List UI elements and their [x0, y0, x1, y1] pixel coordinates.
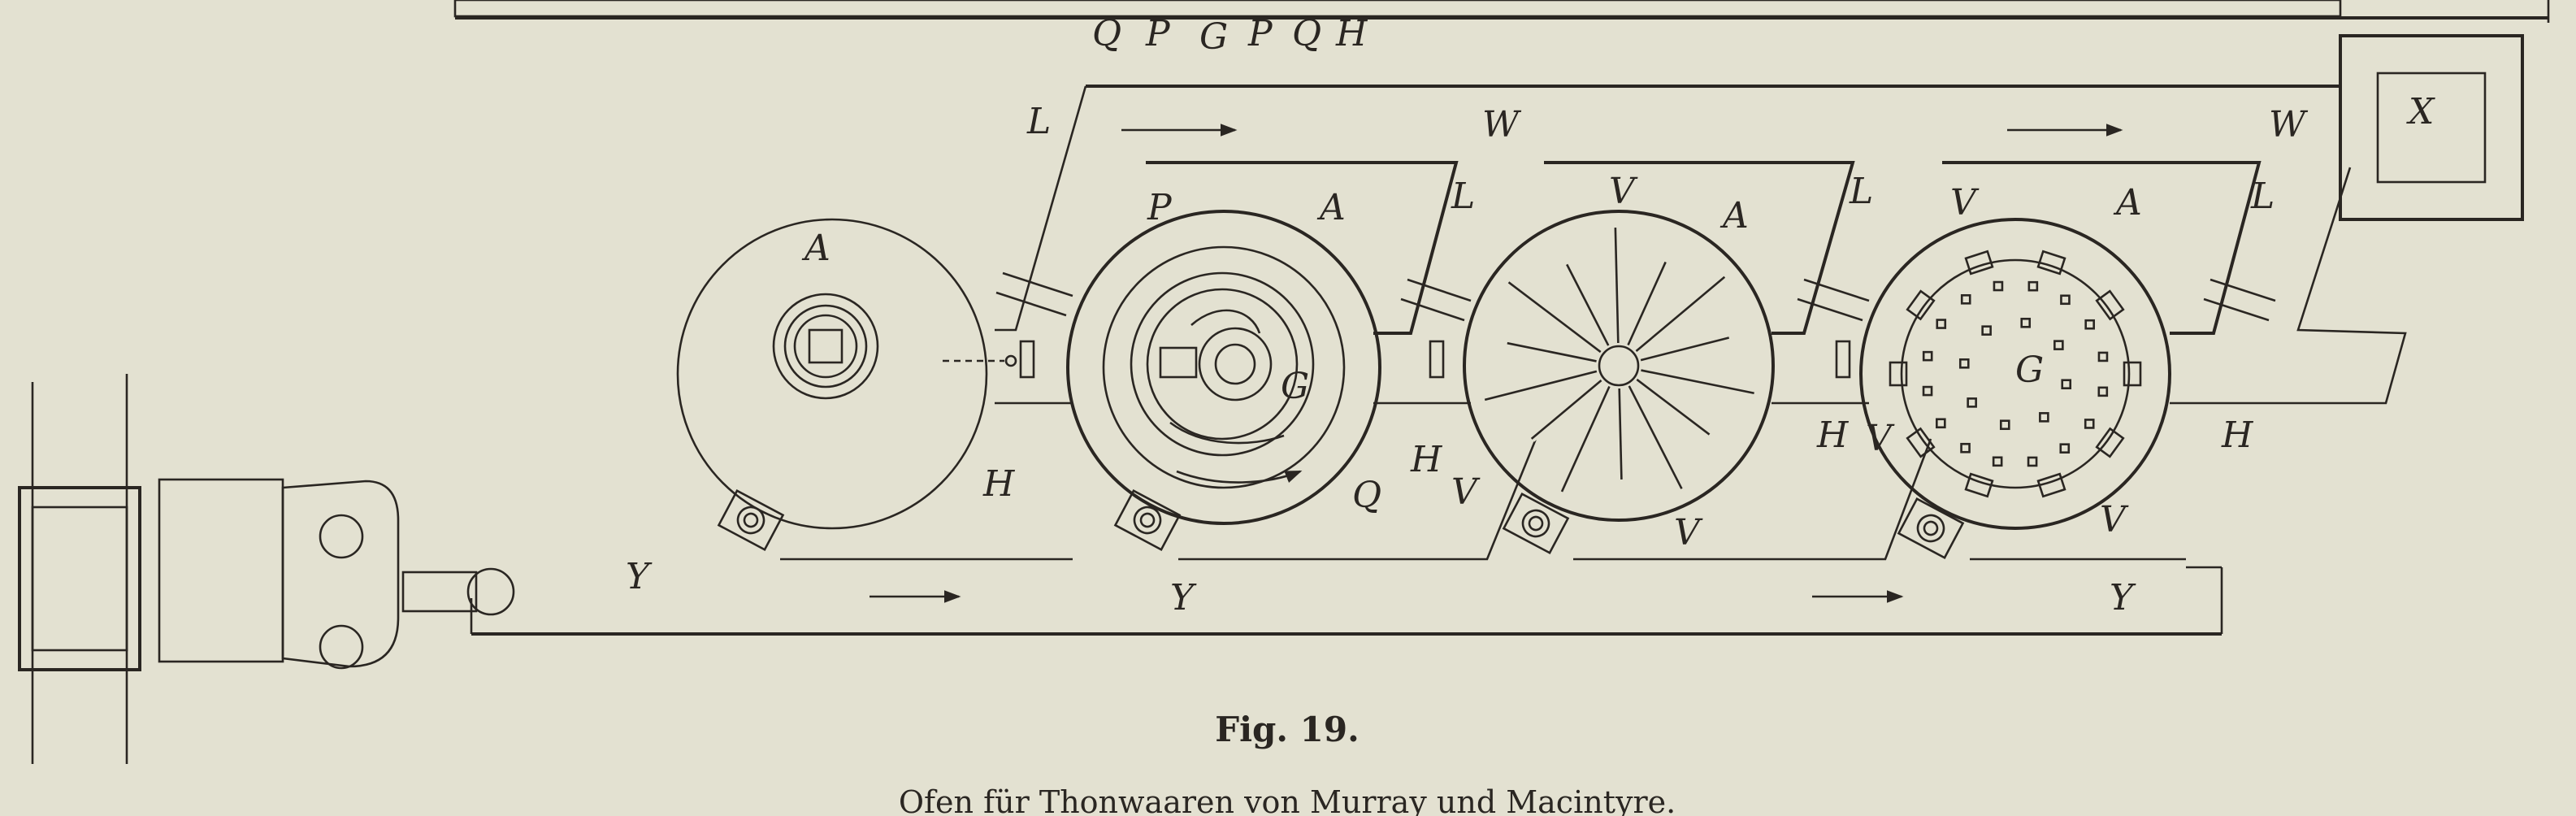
label-y: Y [2110, 577, 2136, 619]
vent-hole [1981, 325, 1992, 336]
diagram-labels: Q P G P Q H L W W A H P A L G Q H V A L … [626, 13, 2435, 619]
vent-hole [2039, 412, 2049, 423]
label-g: G [1199, 16, 1228, 58]
vent-hole [2097, 351, 2109, 362]
vent-hole [1922, 385, 1933, 397]
vent-hole [2061, 379, 2072, 390]
notch-block [2123, 361, 2142, 387]
figure-caption: Ofen für Thonwaaren von Murray und Macin… [899, 784, 1676, 816]
label-v: V [1674, 512, 1703, 553]
label-a: A [801, 228, 830, 269]
vent-hole [2059, 443, 2071, 454]
spoke [1560, 385, 1611, 493]
label-w: W [2269, 104, 2309, 145]
notch-block [2095, 427, 2125, 458]
notch-block [1906, 289, 1936, 321]
label-g: G [2015, 349, 2044, 391]
kiln-circle-1 [676, 218, 1017, 530]
vent-hole [1922, 350, 1933, 362]
kiln-circle-4 [1859, 218, 2171, 530]
label-p: P [1145, 13, 1171, 54]
label-g: G [1281, 366, 1309, 407]
notch-block [1964, 472, 1994, 498]
chambers [780, 161, 2276, 561]
label-p: P [1247, 13, 1273, 54]
label-h: H [1335, 13, 1368, 54]
center-hole [1598, 345, 1640, 387]
label-q: Q [1352, 475, 1381, 516]
passages [995, 271, 2276, 322]
label-y: Y [1170, 577, 1197, 619]
top-wall [453, 0, 2550, 23]
label-w: W [1482, 104, 1522, 145]
box-x [2339, 34, 2524, 221]
vent-hole [1967, 397, 1977, 408]
vent-hole [1936, 319, 1947, 329]
label-p: P [1147, 187, 1173, 228]
spoke [1636, 378, 1711, 436]
spoke [1614, 228, 1620, 344]
label-h: H [982, 463, 1016, 505]
drive-machinery [18, 374, 515, 764]
vent-hole [1960, 294, 1971, 305]
label-x: X [2406, 91, 2435, 132]
vent-hole [2020, 317, 2032, 328]
figure-number: Fig. 19. [1215, 710, 1359, 749]
vent-hole [2084, 419, 2095, 429]
vent-hole [2053, 340, 2064, 350]
spoke [1618, 388, 1623, 480]
label-a: A [1720, 195, 1749, 237]
notch-block [2095, 289, 2125, 321]
kiln-circle-2 [1066, 210, 1381, 525]
vent-hole [2060, 294, 2071, 306]
label-q: Q [1292, 13, 1321, 54]
vent-hole [1960, 442, 1971, 454]
burners [717, 489, 1965, 559]
spoke [1635, 276, 1726, 353]
spoke [1484, 370, 1598, 401]
spoke [1641, 369, 1754, 395]
vent-hole [1992, 456, 2003, 467]
label-l: L [1451, 176, 1475, 217]
vent-hole [2097, 386, 2109, 397]
spoke [1507, 281, 1602, 354]
vent-hole [2084, 319, 2095, 330]
spoke [1640, 336, 1730, 362]
label-y: Y [626, 556, 653, 597]
vent-hole [1999, 419, 2010, 431]
label-h: H [1816, 415, 1850, 456]
label-l: L [1849, 171, 1873, 212]
notch-block [1906, 427, 1936, 458]
lower-flue [470, 566, 2223, 636]
label-h: H [2221, 415, 2254, 456]
label-a: A [2113, 182, 2142, 224]
kiln-circle-3 [1463, 210, 1775, 522]
spoke [1530, 379, 1602, 440]
label-h: H [1410, 439, 1443, 480]
spoke [1627, 261, 1667, 346]
vent-hole [1958, 358, 1970, 369]
notch-block [2036, 472, 2066, 498]
notch-block [1964, 250, 1994, 276]
notch-block [1889, 361, 1908, 387]
label-l: L [2250, 176, 2275, 217]
label-v: V [2100, 499, 2129, 540]
label-v: V [1609, 171, 1638, 212]
notch-block [2036, 250, 2066, 276]
vent-hole [1936, 418, 1946, 429]
label-q: Q [1092, 13, 1121, 54]
spoke [1507, 341, 1597, 362]
label-l: L [1026, 101, 1051, 142]
vent-hole [1993, 280, 2004, 292]
label-v: V [1950, 182, 1980, 224]
label-v: V [1451, 471, 1481, 513]
label-a: A [1316, 187, 1346, 228]
vent-hole [2027, 280, 2039, 292]
spoke [1628, 385, 1683, 489]
vent-hole [2027, 456, 2038, 467]
upper-flue [995, 85, 2407, 405]
label-v: V [1866, 418, 1895, 459]
spoke [1566, 263, 1610, 346]
